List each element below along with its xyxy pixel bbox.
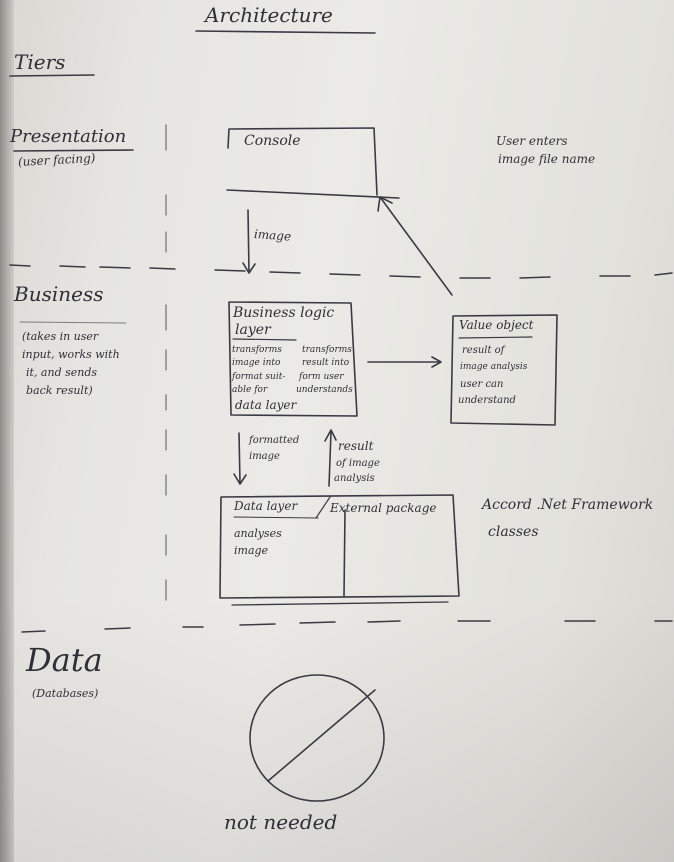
business-desc-3: it, and sends: [26, 366, 98, 379]
business-box-title-1: Business logic: [233, 305, 335, 321]
console-box: [226, 127, 400, 199]
arrow-value-to-console: [377, 196, 453, 296]
not-needed-circle: [249, 674, 385, 802]
not-needed-caption: not needed: [224, 810, 338, 834]
formatted-label-2: image: [249, 451, 280, 462]
value-object-box: [450, 314, 558, 426]
data-layer-title: Data layer: [234, 499, 298, 513]
data-layer-line-1: analyses: [234, 527, 282, 540]
accord-note-2: classes: [488, 524, 539, 540]
business-logic-box: [228, 301, 358, 417]
data-sub: (Databases): [32, 687, 99, 700]
presentation-note-1: User enters: [496, 134, 568, 148]
business-desc-1: (takes in user: [22, 330, 99, 343]
business-desc-2: input, works with: [22, 348, 120, 361]
presentation-note-2: image file name: [498, 152, 596, 166]
arrow-image-down: [242, 209, 256, 274]
value-object-line-1: result of: [462, 345, 505, 356]
business-col1-2: image into: [232, 358, 281, 368]
result-label-2: of image: [336, 458, 380, 469]
result-label-1: result: [338, 439, 374, 453]
business-col2-2: result into: [302, 358, 350, 368]
business-desc-4: back result): [26, 384, 93, 397]
business-col2-3: form user: [299, 372, 344, 382]
accord-note-1: Accord .Net Framework: [482, 497, 654, 513]
arrow-business-to-value: [367, 356, 442, 368]
tier-separator-2: [21, 620, 673, 633]
business-label: Business: [14, 282, 104, 306]
value-object-line-4: understand: [458, 395, 516, 406]
business-col1-4: able for: [232, 385, 268, 395]
arrow-image-label: image: [253, 227, 292, 244]
value-object-title: Value object: [459, 318, 534, 332]
data-layer-divider: [343, 509, 346, 597]
console-box-label: Console: [244, 133, 301, 149]
presentation-underline: [13, 149, 134, 152]
formatted-label-1: formatted: [249, 435, 300, 446]
value-object-line-3: user can: [460, 379, 504, 390]
title-underline: [195, 30, 376, 34]
tiers-heading: Tiers: [14, 50, 66, 74]
data-layer-box: [219, 494, 460, 599]
value-object-line-2: image analysis: [460, 362, 528, 372]
arrow-formatted-down: [233, 432, 247, 485]
tier-separator-1: [9, 264, 673, 279]
business-col1-1: transforms: [232, 345, 282, 355]
business-col2-4: understands: [296, 385, 353, 395]
business-col1-3: format suit-: [232, 372, 286, 382]
paper-shadow: [0, 600, 674, 862]
external-package-title: External package: [330, 501, 437, 515]
arrow-result-up: [324, 429, 337, 487]
paper-edge-shadow: [0, 0, 14, 862]
tiers-underline: [9, 74, 95, 77]
not-needed-slash: [267, 689, 376, 782]
result-label-3: analysis: [334, 473, 375, 484]
presentation-label: Presentation: [10, 126, 127, 147]
business-box-title-2: layer: [235, 322, 271, 338]
data-layer-line-2: image: [234, 544, 269, 557]
data-label: Data: [26, 641, 103, 679]
page-title: Architecture: [205, 3, 333, 27]
business-box-footer: data layer: [235, 398, 297, 412]
business-col2-1: transforms: [302, 345, 352, 355]
